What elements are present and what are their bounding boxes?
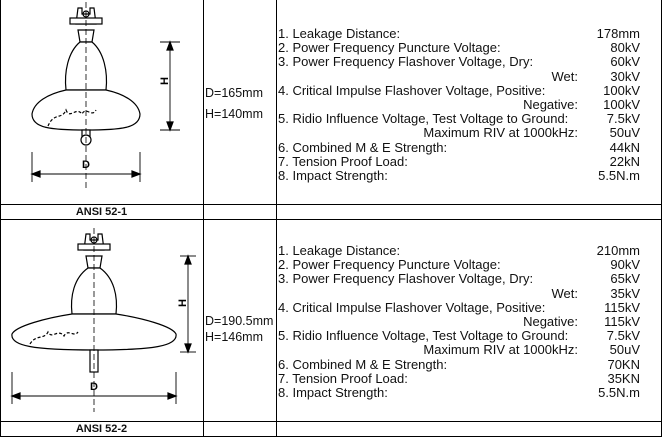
table-divider-dims	[203, 0, 204, 437]
product-caption-2: ANSI 52-2	[75, 423, 128, 435]
spec-value: 60kV	[610, 54, 640, 70]
dimension-values-2: D=190.5mm H=146mm	[205, 313, 273, 345]
spec-label: Wet:	[551, 68, 579, 84]
spec-label: 1. Leakage Distance:	[278, 243, 401, 258]
spec-row: 8. Impact Strength: 5.5N.m	[278, 167, 640, 183]
spec-label: 3. Power Frequency Flashover Voltage, Dr…	[278, 54, 534, 70]
insulator-ribs	[29, 330, 79, 345]
row1-bottom-line	[0, 204, 662, 205]
insulator-drawing-2: H D	[10, 228, 196, 412]
product-caption-1: ANSI 52-1	[75, 206, 128, 218]
spec-row: Maximum RIV at 1000kHz: 50uV	[278, 126, 640, 140]
spec-value: 5.5N.m	[598, 167, 640, 183]
spec-value: 100kV	[603, 96, 640, 112]
table-border-right	[661, 0, 662, 437]
spec-label: 6. Combined M & E Strength:	[278, 356, 448, 372]
dim-diameter: D=190.5mm	[205, 314, 274, 328]
spec-row: 3. Power Frequency Flashover Voltage, Dr…	[278, 55, 640, 69]
dim-diameter: D=165mm	[205, 86, 264, 100]
diameter-label: D	[82, 159, 90, 171]
spec-label: 2. Power Frequency Puncture Voltage:	[278, 40, 501, 56]
dim-height: H=146mm	[205, 330, 264, 344]
spec-value: 80kV	[610, 40, 640, 56]
spec-row: Wet: 35kV	[278, 285, 641, 301]
spec-value: 100kV	[603, 82, 640, 98]
spec-value: 178mm	[596, 26, 640, 41]
spec-label: 7. Tension Proof Load:	[278, 370, 408, 386]
spec-value: 210mm	[596, 243, 640, 258]
spec-label: Negative:	[523, 96, 578, 112]
spec-row: 3. Power Frequency Flashover Voltage, Dr…	[278, 272, 640, 286]
spec-label: 2. Power Frequency Puncture Voltage:	[278, 257, 501, 273]
spec-value: 35KN	[607, 370, 640, 386]
spec-label: Maximum RIV at 1000kHz:	[423, 125, 578, 141]
spec-value: 35kV	[610, 285, 640, 301]
dimension-values-1: D=165mm H=140mm	[205, 85, 263, 122]
diameter-label: D	[90, 381, 98, 393]
spec-label: 4. Critical Impulse Flashover Voltage, P…	[278, 299, 546, 315]
spec-label: 5. Ridio Influence Voltage, Test Voltage…	[278, 328, 569, 344]
spec-value: 7.5kV	[606, 328, 640, 344]
table-border-left	[0, 0, 1, 437]
spec-value: 115kV	[604, 313, 640, 329]
spec-label: 5. Ridio Influence Voltage, Test Voltage…	[278, 111, 569, 127]
spec-value: 30kV	[610, 68, 640, 84]
spec-row: 1. Leakage Distance: 178mm	[278, 26, 640, 41]
spec-row: 5. Ridio Influence Voltage, Test Voltage…	[278, 111, 640, 127]
spec-row: Maximum RIV at 1000kHz: 50uV	[278, 343, 640, 357]
spec-row: 6. Combined M & E Strength: 70KN	[278, 356, 640, 372]
spec-value: 50uV	[609, 342, 640, 358]
spec-label: 1. Leakage Distance:	[278, 26, 401, 41]
spec-label: Negative:	[523, 313, 578, 329]
spec-label: Maximum RIV at 1000kHz:	[423, 342, 578, 358]
spec-value: 50uV	[609, 125, 640, 141]
spec-row: 4. Critical Impulse Flashover Voltage, P…	[278, 299, 640, 315]
spec-value: 90kV	[610, 257, 640, 273]
height-label: H	[177, 299, 189, 307]
spec-value: 70KN	[607, 356, 640, 372]
spec-value: 65kV	[610, 271, 640, 287]
spec-value: 44kN	[609, 139, 640, 155]
spec-label: 8. Impact Strength:	[278, 384, 388, 400]
spec-row: Negative: 115kV	[278, 313, 640, 329]
spec-value: 22kN	[609, 153, 640, 169]
spec-label: 8. Impact Strength:	[278, 167, 388, 183]
caption1-bottom-line	[0, 219, 662, 220]
spec-row: 2. Power Frequency Puncture Voltage: 80kV	[278, 40, 640, 56]
spec-row: 4. Critical Impulse Flashover Voltage, P…	[278, 82, 640, 98]
spec-row: 8. Impact Strength: 5.5N.m	[278, 384, 640, 400]
spec-value: 5.5N.m	[598, 384, 640, 400]
spec-row: 1. Leakage Distance: 210mm	[278, 243, 640, 258]
table-divider-specs	[276, 0, 277, 437]
spec-value: 7.5kV	[606, 111, 640, 127]
spec-row: 5. Ridio Influence Voltage, Test Voltage…	[278, 328, 640, 344]
spec-row: 7. Tension Proof Load: 35KN	[278, 370, 640, 386]
spec-row: Negative: 100kV	[278, 96, 640, 112]
dim-height: H=140mm	[205, 107, 264, 121]
spec-row: 2. Power Frequency Puncture Voltage: 90kV	[278, 257, 640, 273]
spec-row: Wet: 30kV	[278, 68, 641, 84]
spec-row: 6. Combined M & E Strength: 44kN	[278, 139, 640, 155]
insulator-drawing-1: H D	[30, 2, 180, 190]
height-label: H	[159, 77, 171, 85]
spec-label: Wet:	[551, 285, 579, 301]
spec-label: 7. Tension Proof Load:	[278, 153, 408, 169]
spec-label: 3. Power Frequency Flashover Voltage, Dr…	[278, 271, 534, 287]
spec-row: 7. Tension Proof Load: 22kN	[278, 153, 640, 169]
row2-bottom-line	[0, 421, 662, 422]
insulator-ribs	[47, 108, 97, 127]
spec-value: 115kV	[604, 299, 640, 315]
spec-label: 4. Critical Impulse Flashover Voltage, P…	[278, 82, 546, 98]
spec-label: 6. Combined M & E Strength:	[278, 139, 448, 155]
